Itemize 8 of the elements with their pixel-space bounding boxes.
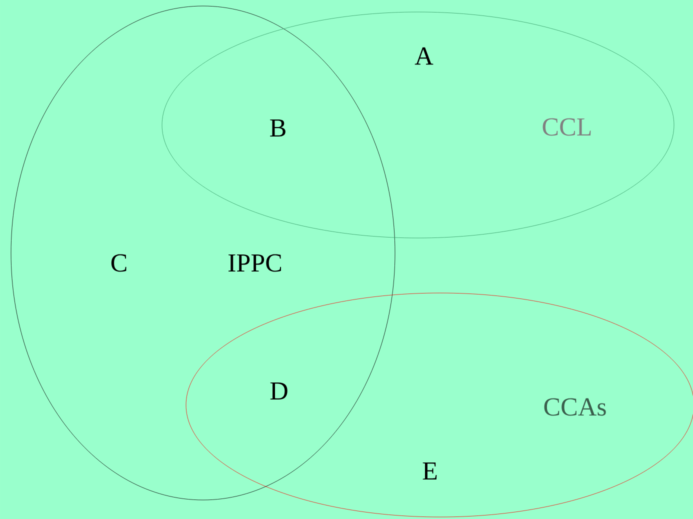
region-label: E (422, 462, 437, 480)
set-label: IPPC (228, 254, 282, 272)
region-label: B (270, 119, 286, 137)
region-label: C (111, 254, 126, 272)
set-label: CCAs (544, 398, 606, 416)
region-label: A (414, 47, 434, 65)
region-label: D (270, 382, 288, 400)
set-label: CCL (542, 118, 591, 136)
